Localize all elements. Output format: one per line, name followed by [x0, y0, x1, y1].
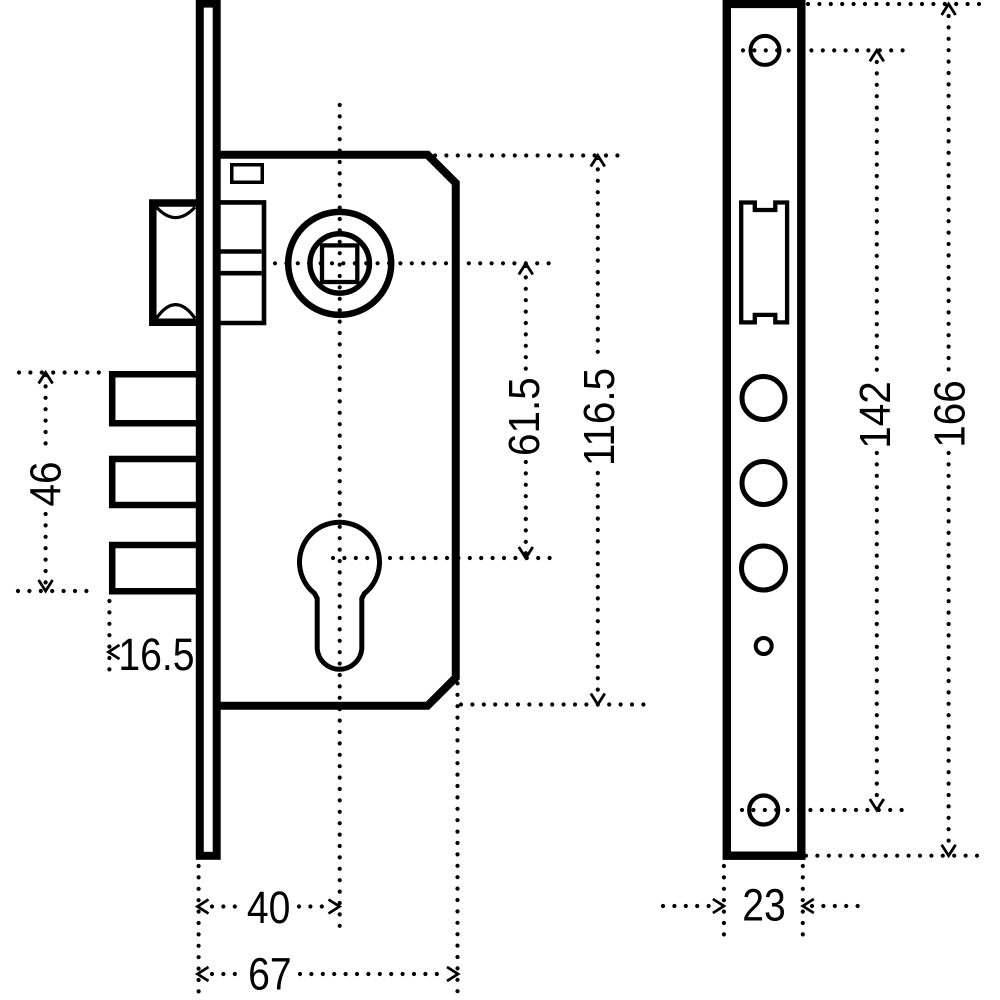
svg-text:142: 142 — [850, 381, 899, 449]
svg-text:40: 40 — [247, 882, 291, 932]
svg-text:23: 23 — [742, 880, 786, 930]
svg-text:67: 67 — [248, 949, 292, 999]
svg-text:166: 166 — [925, 380, 974, 448]
svg-text:116.5: 116.5 — [574, 368, 623, 466]
svg-text:46: 46 — [21, 461, 70, 506]
svg-text:61.5: 61.5 — [499, 377, 548, 456]
svg-text:16.5: 16.5 — [118, 629, 194, 679]
